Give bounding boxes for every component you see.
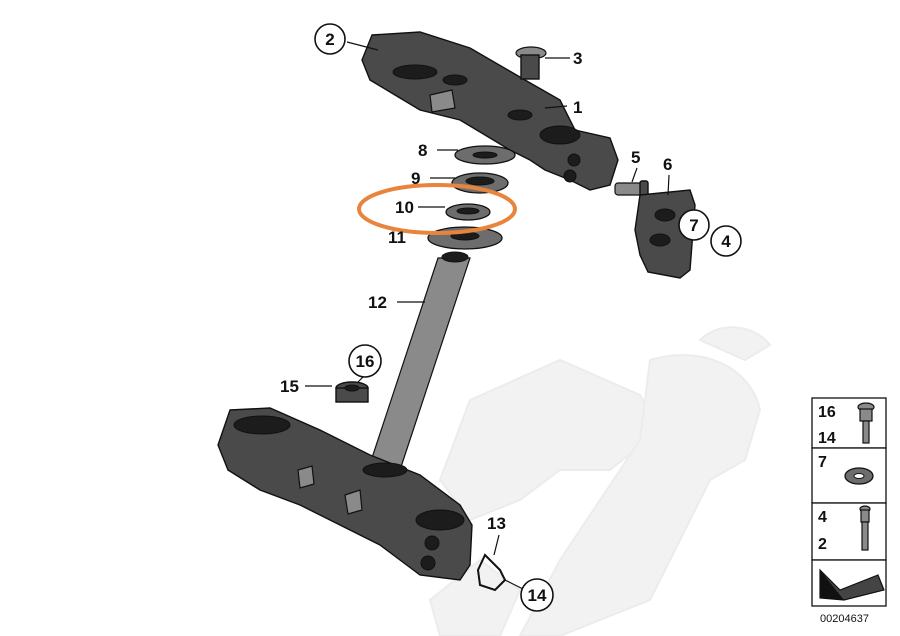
arrow-icon xyxy=(819,568,885,601)
washer-8 xyxy=(454,145,516,165)
steering-stem-12 xyxy=(367,251,471,471)
callout-4: 4 xyxy=(710,225,742,257)
highlight-ring xyxy=(357,183,517,235)
lower-triple-clamp xyxy=(217,407,473,581)
label-12: 12 xyxy=(368,293,387,312)
label-15: 15 xyxy=(280,377,299,396)
callout-2: 2 xyxy=(314,23,346,55)
svg-text:7: 7 xyxy=(689,216,698,235)
label-1: 1 xyxy=(573,98,582,117)
svg-text:4: 4 xyxy=(721,232,731,251)
label-13: 13 xyxy=(487,514,506,533)
legend-2: 2 xyxy=(818,536,827,553)
callout-7: 7 xyxy=(678,209,710,241)
bracket-6 xyxy=(634,189,696,279)
callout-16: 16 xyxy=(348,344,382,378)
upper-triple-clamp xyxy=(361,31,619,191)
legend-14: 14 xyxy=(818,430,836,447)
washer-icon xyxy=(844,467,874,485)
label-8: 8 xyxy=(418,141,427,160)
bushing-15 xyxy=(335,381,369,403)
label-10: 10 xyxy=(395,198,414,217)
svg-text:14: 14 xyxy=(528,586,547,605)
legend-4: 4 xyxy=(818,509,827,526)
svg-text:2: 2 xyxy=(325,30,334,49)
label-3: 3 xyxy=(573,49,582,68)
label-9: 9 xyxy=(411,169,420,188)
diagram-id: 00204637 xyxy=(820,613,869,625)
label-6: 6 xyxy=(663,155,672,174)
label-5: 5 xyxy=(631,148,640,167)
leader-lines xyxy=(305,41,670,591)
svg-text:16: 16 xyxy=(356,352,375,371)
legend-7: 7 xyxy=(818,454,827,471)
callout-14: 14 xyxy=(520,578,554,612)
bolt-icon xyxy=(857,402,875,444)
clip-13 xyxy=(476,553,507,592)
legend-panel: 16 14 7 4 2 xyxy=(811,397,887,607)
label-11: 11 xyxy=(388,228,406,247)
ring-10 xyxy=(445,203,491,221)
watermark-mechanic xyxy=(428,326,772,636)
legend-16: 16 xyxy=(818,404,836,421)
bolt-3 xyxy=(515,46,547,80)
pin-icon xyxy=(859,505,871,551)
